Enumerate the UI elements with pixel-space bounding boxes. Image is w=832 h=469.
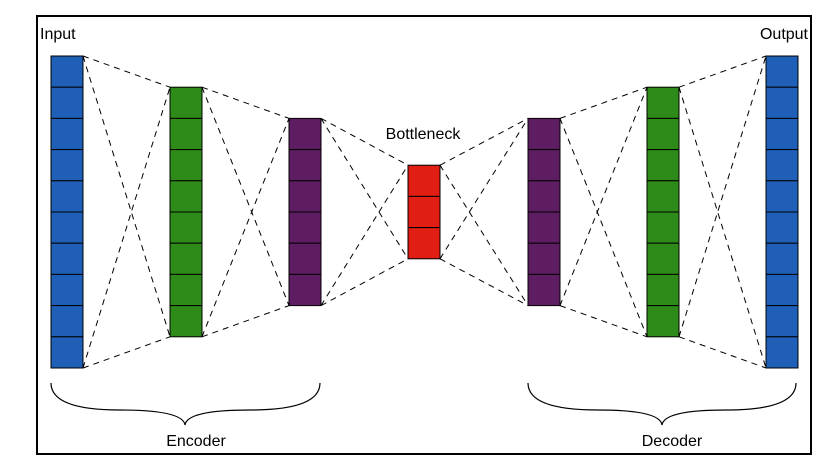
- diagram-border: [36, 15, 812, 455]
- neuron-unit: [50, 211, 84, 244]
- neuron-unit: [765, 336, 799, 369]
- neuron-unit: [288, 211, 322, 244]
- output-label: Output: [760, 26, 809, 43]
- neuron-unit: [288, 117, 322, 151]
- neuron-unit: [527, 211, 561, 244]
- neuron-unit: [527, 117, 561, 151]
- connection-line: [82, 55, 171, 88]
- neuron-unit: [527, 242, 561, 275]
- neuron-unit: [169, 242, 203, 275]
- neuron-unit: [765, 180, 799, 213]
- neuron-unit: [646, 305, 680, 338]
- neuron-unit: [50, 117, 84, 151]
- connection-line: [320, 118, 409, 260]
- neuron-unit: [407, 164, 441, 197]
- encoder-hidden-2: [288, 117, 322, 307]
- neuron-unit: [50, 149, 84, 182]
- encoder-label: Encoder: [166, 433, 226, 450]
- neuron-unit: [169, 273, 203, 307]
- connection-line: [439, 117, 529, 166]
- connection-line: [678, 336, 767, 369]
- connection-line: [559, 118, 648, 337]
- neuron-unit: [765, 117, 799, 151]
- connection-line: [201, 305, 290, 338]
- neuron-unit: [50, 180, 84, 213]
- neuron-unit: [765, 86, 799, 119]
- neuron-unit: [407, 227, 441, 260]
- input-layer: [50, 55, 84, 369]
- neuron-unit: [765, 211, 799, 244]
- neuron-unit: [50, 336, 84, 369]
- neuron-unit: [527, 273, 561, 307]
- connection-line: [201, 87, 290, 306]
- connection-line: [82, 336, 171, 369]
- connection-line: [320, 117, 409, 166]
- connection-line: [320, 258, 409, 307]
- neuron-unit: [50, 305, 84, 338]
- neuron-unit: [646, 211, 680, 244]
- neuron-unit: [169, 305, 203, 338]
- connection-line: [439, 164, 529, 306]
- neuron-unit: [646, 273, 680, 307]
- neuron-unit: [765, 273, 799, 307]
- connection-line: [439, 118, 529, 260]
- bottleneck-label: Bottleneck: [386, 126, 462, 143]
- connection-line: [320, 164, 409, 306]
- connection-line: [678, 87, 767, 369]
- neuron-unit: [169, 180, 203, 213]
- connection-line: [201, 86, 290, 119]
- decoder-hidden-1: [527, 117, 561, 307]
- encoder-brace: [50, 382, 321, 426]
- neuron-unit: [50, 273, 84, 307]
- connection-line: [559, 305, 648, 338]
- neuron-unit: [169, 149, 203, 182]
- neuron-unit: [765, 305, 799, 338]
- neuron-unit: [288, 273, 322, 307]
- connection-line: [678, 55, 767, 88]
- connection-line: [559, 86, 648, 119]
- connection-line: [201, 118, 290, 337]
- connection-line: [678, 55, 767, 337]
- connections-group: [82, 55, 767, 369]
- connection-line: [439, 258, 529, 307]
- decoder-brace: [527, 382, 797, 426]
- connection-line: [82, 87, 171, 369]
- neuron-unit: [50, 86, 84, 119]
- neuron-unit: [527, 149, 561, 182]
- bottleneck-layer: [407, 164, 441, 260]
- neuron-unit: [288, 149, 322, 182]
- neuron-unit: [407, 195, 441, 229]
- neuron-unit: [765, 149, 799, 182]
- layers-group: [50, 55, 799, 369]
- neuron-unit: [646, 242, 680, 275]
- neuron-unit: [646, 180, 680, 213]
- connection-line: [559, 87, 648, 306]
- neuron-unit: [169, 117, 203, 151]
- input-label: Input: [40, 26, 76, 43]
- neuron-unit: [765, 55, 799, 88]
- neuron-unit: [765, 242, 799, 275]
- neuron-unit: [169, 86, 203, 119]
- neuron-unit: [646, 86, 680, 119]
- decoder-hidden-2: [646, 86, 680, 338]
- neuron-unit: [169, 211, 203, 244]
- neuron-unit: [50, 55, 84, 88]
- neuron-unit: [646, 117, 680, 151]
- neuron-unit: [288, 242, 322, 275]
- decoder-label: Decoder: [642, 433, 703, 450]
- neuron-unit: [527, 180, 561, 213]
- output-layer: [765, 55, 799, 369]
- neuron-unit: [288, 180, 322, 213]
- neuron-unit: [646, 149, 680, 182]
- encoder-hidden-1: [169, 86, 203, 338]
- connection-line: [82, 55, 171, 337]
- neuron-unit: [50, 242, 84, 275]
